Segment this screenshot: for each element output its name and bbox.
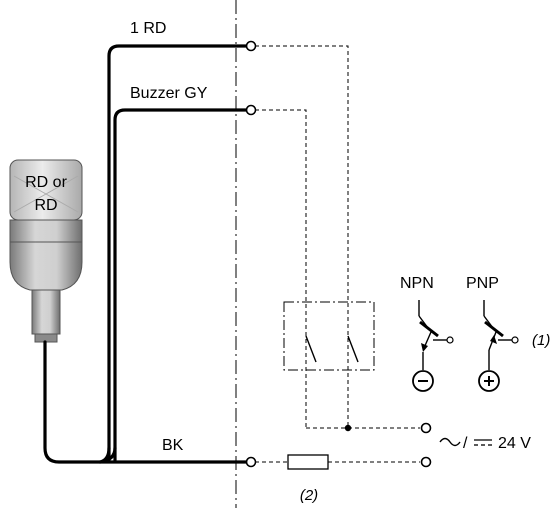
terminal-black [245, 456, 257, 468]
npn-emitter-arrow [421, 343, 428, 352]
pnp-base-bar [484, 320, 504, 338]
fuse [287, 454, 329, 470]
npn-transistor: NPN [400, 275, 454, 392]
pnp-transistor: PNP [466, 275, 519, 392]
terminal-supply-1 [420, 422, 432, 434]
light-lens-cross-2 [13, 175, 79, 213]
wire-red [107, 44, 250, 462]
dashed-wire-buzzer [255, 109, 307, 428]
wire-red-label: 1 RD [130, 20, 166, 37]
pnp-label: PNP [466, 275, 499, 292]
terminal-buzzer [245, 104, 257, 116]
light-base-lower [9, 241, 83, 291]
supply-slash: / [463, 435, 468, 452]
dc-symbol-icon [474, 439, 492, 446]
wire-black-label: BK [162, 437, 184, 454]
switch-box [283, 301, 375, 371]
note-1-label: (1) [532, 332, 550, 349]
npn-label: NPN [400, 275, 434, 292]
npn-base-terminal [446, 336, 454, 344]
dashed-wire-red [255, 45, 349, 428]
switch-contact-2 [347, 335, 359, 363]
supply-label: / 24 V [439, 435, 531, 452]
pnp-emitter-arrow [490, 335, 497, 344]
wire-buzzer [113, 108, 250, 462]
light-label-line1: RD or [25, 174, 67, 191]
terminal-supply-2 [420, 456, 432, 468]
terminal-red [245, 40, 257, 52]
pnp-collector [483, 315, 494, 329]
switch-contact-1 [305, 335, 317, 363]
supply-voltage: 24 V [498, 435, 531, 452]
light-mount-stem [31, 289, 61, 335]
light-base-upper [9, 219, 83, 243]
npn-base-bar [419, 320, 439, 338]
junction-dot [344, 424, 352, 432]
light-label-line2: RD [34, 197, 57, 214]
wire-black [43, 340, 250, 464]
npn-collector [418, 315, 429, 329]
wire-bundle-merge [98, 446, 117, 464]
wire-buzzer-label: Buzzer GY [130, 85, 208, 102]
signal-light: RD or RD [9, 159, 83, 343]
note-2-label: (2) [300, 487, 318, 504]
pnp-base-terminal [511, 336, 519, 344]
ac-tilde-icon [439, 437, 461, 447]
